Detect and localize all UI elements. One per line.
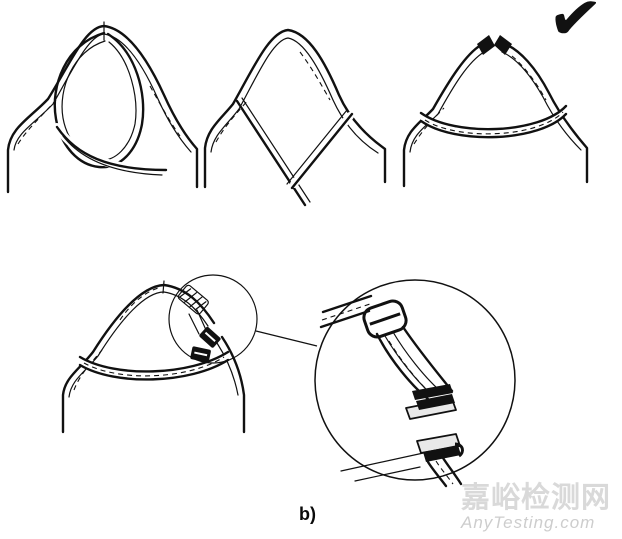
- magnifier-circle: [314, 279, 516, 481]
- watermark: 嘉峪检测网 AnyTesting.com: [461, 480, 621, 532]
- cut-end-mark-right: [494, 35, 512, 55]
- strap-loop-crossed-figure: [6, 21, 199, 194]
- magnified-buckle-detail-figure: [314, 279, 516, 488]
- seam-mark: [162, 280, 165, 294]
- cut-end-mark-left: [477, 35, 495, 55]
- slider-buckle-detail: [362, 299, 408, 339]
- strap-hook-lower: [416, 433, 464, 462]
- strap-slider-small: [177, 284, 209, 315]
- strap-hook-upper: [405, 384, 457, 420]
- checkmark-icon: ✔: [544, 0, 606, 59]
- watermark-url-text: AnyTesting.com: [461, 513, 596, 532]
- headband-buckle-figure: [61, 274, 318, 434]
- callout-circle-small: [168, 274, 258, 364]
- watermark-chinese-text: 嘉峪检测网: [461, 480, 612, 514]
- callout-leader-line: [255, 330, 318, 347]
- figure-caption: b): [299, 504, 316, 524]
- strap-loop-v-figure: [203, 28, 387, 207]
- strap-buckle-small: [199, 326, 221, 348]
- strap-cut-open-figure: [402, 35, 589, 188]
- strap-clip-small: [190, 346, 211, 363]
